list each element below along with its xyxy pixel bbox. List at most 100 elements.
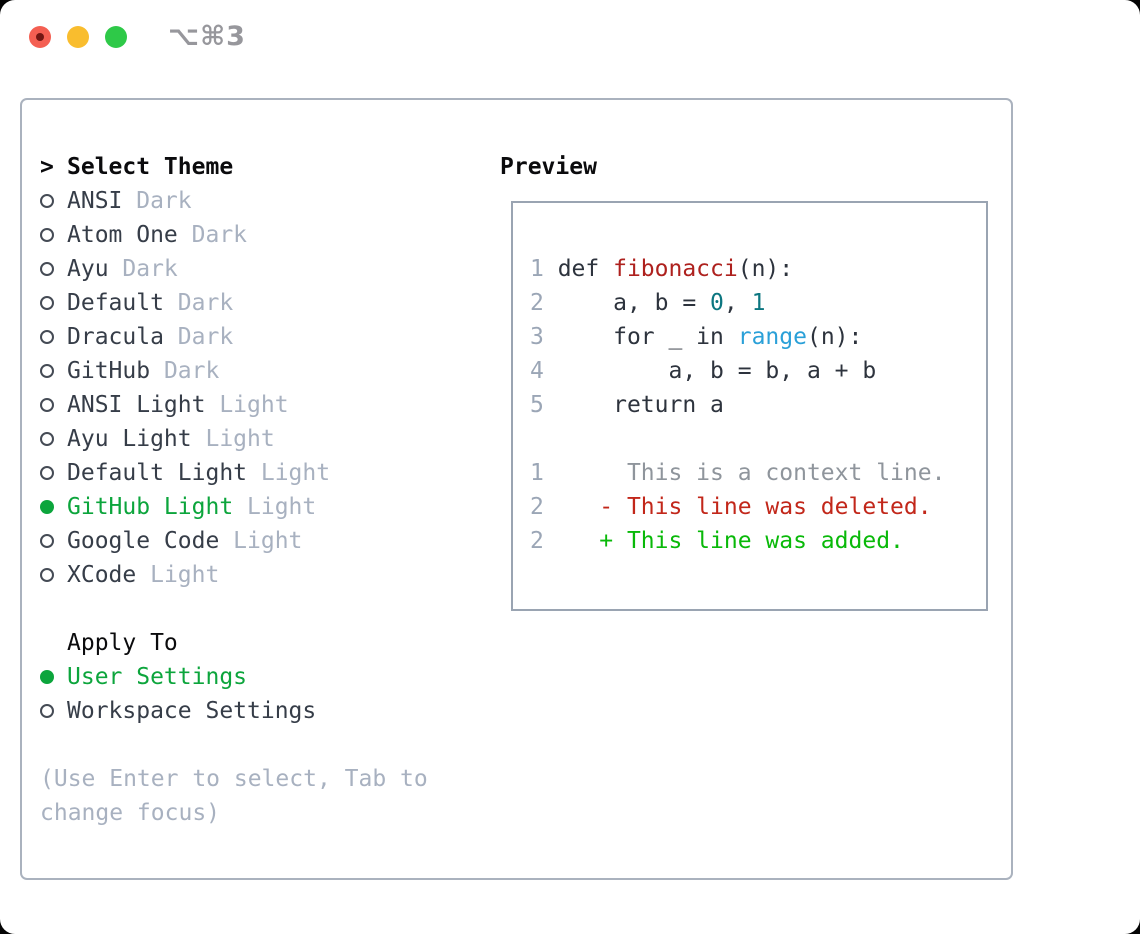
radio-unselected-icon [40,194,54,208]
radio-unselected-icon [40,398,54,412]
theme-item-ansi-light[interactable]: ANSI Light Light [40,388,330,422]
theme-variant-tag: Light [260,460,331,486]
code-token: fibonacci [613,256,738,282]
theme-item-label: Atom One [67,222,178,248]
preview-code-line [530,422,986,456]
line-number: 3 [530,324,558,350]
theme-variant-tag: Dark [191,222,248,248]
theme-item-label: GitHub Light [67,494,234,520]
code-token: (n): [806,324,863,350]
preview-heading: Preview [500,154,597,180]
theme-variant-tag: Dark [122,256,178,282]
radio-selected-icon [40,670,54,684]
line-number: 4 [530,358,558,384]
theme-item-ansi[interactable]: ANSI Dark [40,184,330,218]
theme-item-label: Ayu [67,256,109,282]
preview-code-line: 1 This is a context line. [530,456,986,490]
preview-heading-row: Preview [500,150,597,184]
radio-unselected-icon [40,296,54,310]
radio-unselected-icon [40,466,54,480]
select-theme-heading: Select Theme [67,154,234,180]
theme-item-label: Default Light [67,460,248,486]
code-token: This is a context line. [557,460,946,486]
code-token: - This line was deleted. [599,494,932,520]
theme-item-label: ANSI Light [67,392,206,418]
theme-variant-tag: Light [150,562,220,588]
code-token: for _ in [557,324,738,350]
theme-item-label: Default [67,290,164,316]
radio-unselected-icon [40,228,54,242]
preview-code-line: 5 return a [530,388,986,422]
apply-to-heading: Apply To [67,630,178,656]
line-number [530,426,558,452]
code-token [558,494,600,520]
preview-code-line: 2 + This line was added. [530,524,986,558]
theme-item-label: ANSI [67,188,123,214]
code-token [558,528,600,554]
theme-item-github-light[interactable]: GitHub Light Light [40,490,330,524]
radio-unselected-icon [40,568,54,582]
line-number: 1 [530,460,558,486]
zoom-button[interactable] [105,26,127,48]
line-number: 2 [530,290,558,316]
apply-to-heading-row: Apply To [40,626,178,660]
theme-variant-tag: Dark [163,358,220,384]
traffic-lights [29,26,127,48]
preview-code-line: 4 a, b = b, a + b [530,354,986,388]
radio-unselected-icon [40,534,54,548]
theme-item-google-code[interactable]: Google Code Light [40,524,330,558]
theme-variant-tag: Light [233,528,303,554]
theme-variant-tag: Dark [136,188,192,214]
selection-cursor: > [40,154,54,180]
window-title-shortcut: ⌥⌘3 [168,21,246,52]
close-button[interactable] [29,26,51,48]
apply-option-label: User Settings [67,664,248,690]
theme-item-label: Dracula [67,324,164,350]
code-token: range [737,324,807,350]
theme-item-default-light[interactable]: Default Light Light [40,456,330,490]
code-token: , [723,290,752,316]
theme-item-xcode[interactable]: XCode Light [40,558,330,592]
theme-variant-tag: Light [219,392,289,418]
preview-code-line: 1 def fibonacci(n): [530,252,986,286]
code-token: return a [557,392,724,418]
apply-option-user-settings[interactable]: User Settings [40,660,316,694]
hint-text: (Use Enter to select, Tab to change focu… [40,762,428,830]
line-number: 5 [530,392,558,418]
theme-item-label: XCode [67,562,137,588]
theme-item-default[interactable]: Default Dark [40,286,330,320]
radio-unselected-icon [40,704,54,718]
preview-code-line: 3 for _ in range(n): [530,320,986,354]
line-number: 1 [530,256,558,282]
theme-item-atom-one[interactable]: Atom One Dark [40,218,330,252]
line-number: 2 [530,528,558,554]
apply-option-workspace-settings[interactable]: Workspace Settings [40,694,316,728]
code-token: def [557,256,614,282]
theme-variant-tag: Dark [177,290,234,316]
line-number: 2 [530,494,558,520]
code-token: 0 [710,290,724,316]
theme-item-ayu[interactable]: Ayu Dark [40,252,330,286]
hint-line-1: (Use Enter to select, Tab to [40,766,428,792]
hint-line-2: change focus) [40,800,221,826]
apply-option-label: Workspace Settings [67,698,317,724]
code-token: + This line was added. [599,528,904,554]
theme-item-label: Google Code [67,528,220,554]
theme-variant-tag: Light [247,494,317,520]
theme-item-github[interactable]: GitHub Dark [40,354,330,388]
code-token: a, b = [557,290,711,316]
radio-selected-icon [40,500,54,514]
code-token: 1 [751,290,766,316]
code-token: a, b = b, a + b [557,358,877,384]
theme-item-label: Ayu Light [67,426,192,452]
code-token: (n): [737,256,794,282]
theme-item-label: GitHub [67,358,151,384]
minimize-button[interactable] [67,26,89,48]
